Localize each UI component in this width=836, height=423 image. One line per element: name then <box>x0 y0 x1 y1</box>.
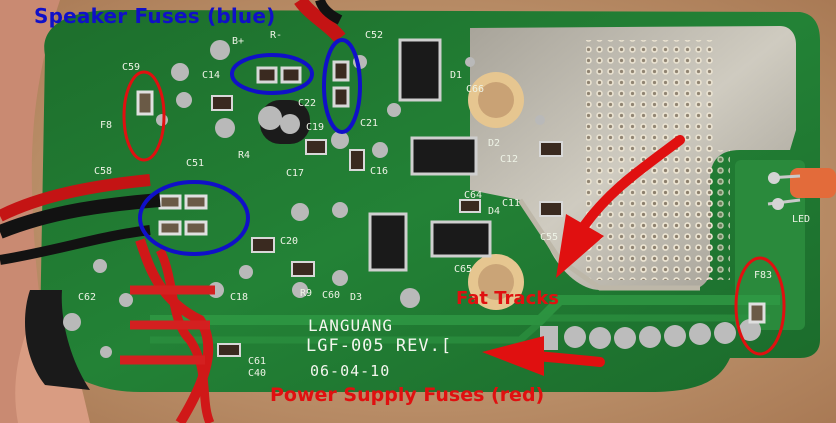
solder-joints <box>63 40 545 358</box>
connector-pad-row <box>540 319 761 350</box>
ref-label: C64 <box>464 190 483 201</box>
ref-label: R9 <box>300 288 313 299</box>
ref-label: F83 <box>754 270 773 281</box>
ref-label: D1 <box>450 70 463 81</box>
ref-label: C52 <box>365 30 384 41</box>
ref-label: C62 <box>78 292 97 303</box>
power-fuse-marker-1 <box>122 70 166 162</box>
ref-label: D4 <box>488 206 501 217</box>
ref-label: C14 <box>202 70 221 81</box>
smd-components <box>136 60 766 357</box>
speaker-fuse-marker-2 <box>322 38 362 134</box>
ref-label: C18 <box>230 292 249 303</box>
led-component <box>790 168 836 198</box>
finger-left <box>0 0 60 423</box>
fat-tracks-arrows <box>482 135 685 376</box>
ref-label: C11 <box>502 198 521 209</box>
speaker-fuse-markers <box>138 38 362 256</box>
board-maker-text: LANGUANG <box>308 316 394 335</box>
power-fuse-marker-2 <box>734 256 786 356</box>
ref-label: C16 <box>370 166 389 177</box>
board-date-text: 06-04-10 <box>310 362 391 380</box>
ic-chips <box>260 38 492 272</box>
ref-label: C17 <box>286 168 305 179</box>
fat-tracks-label: Fat Tracks <box>456 288 559 309</box>
power-fuse-markers <box>122 70 786 356</box>
ref-label: F8 <box>100 120 113 131</box>
ref-label: C60 <box>322 290 341 301</box>
ref-label: C19 <box>306 122 325 133</box>
fat-track-upper <box>150 295 780 325</box>
battery-contact <box>25 290 90 390</box>
ref-label: C51 <box>186 158 205 169</box>
ref-label: C40 <box>248 368 267 379</box>
speaker-fuse-marker-3 <box>138 180 250 256</box>
ref-label: LED <box>792 214 811 225</box>
ref-label: R4 <box>238 150 251 161</box>
board-model-text: LGF-005 REV.[ <box>306 336 453 356</box>
power-supply-fuses-label: Power Supply Fuses (red) <box>270 384 545 406</box>
wires <box>0 0 346 423</box>
ref-label: D3 <box>350 292 363 303</box>
ref-label: C22 <box>298 98 317 109</box>
ref-label: C12 <box>500 154 519 165</box>
ref-label: C20 <box>280 236 299 247</box>
speaker-fuse-marker-1 <box>230 53 314 95</box>
ref-label: C21 <box>360 118 379 129</box>
ref-label: C66 <box>466 84 485 95</box>
ref-label: C65 <box>454 264 473 275</box>
ref-label: R- <box>270 30 283 41</box>
ref-label: C58 <box>94 166 113 177</box>
ref-label: B+ <box>232 36 245 47</box>
ref-label: D2 <box>488 138 501 149</box>
ref-label: C59 <box>122 62 141 73</box>
ref-label: C55 <box>540 232 559 243</box>
speaker-fuses-label: Speaker Fuses (blue) <box>34 4 276 28</box>
ref-label: C61 <box>248 356 267 367</box>
